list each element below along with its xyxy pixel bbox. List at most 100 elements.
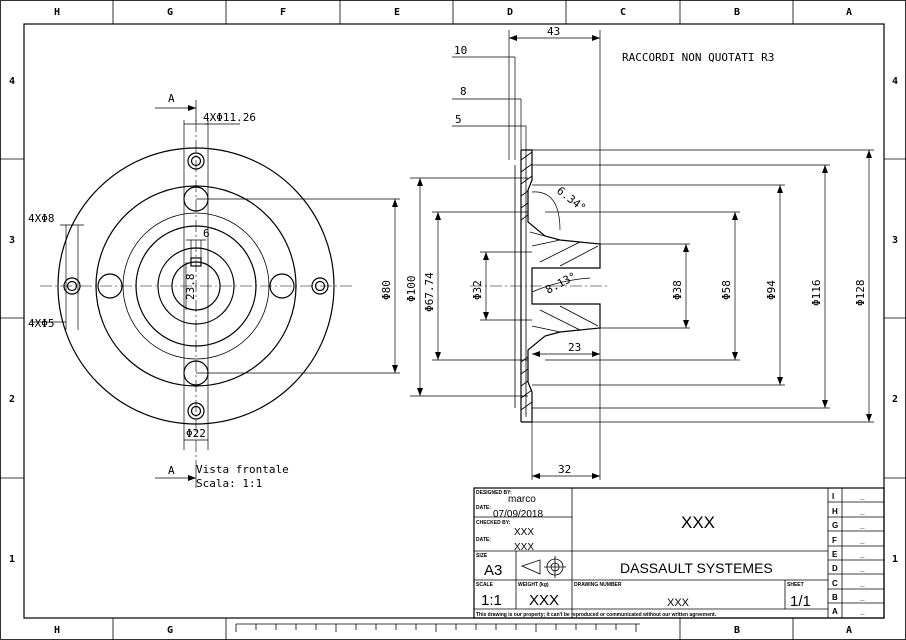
dim-slot-height: 23.8 <box>184 274 197 301</box>
flange-outer-circle <box>57 147 335 425</box>
dim-d100: Φ100 <box>405 276 418 303</box>
dim-4x-d5: 4XΦ5 <box>28 317 55 330</box>
sheet-label: SHEET <box>787 582 804 588</box>
angle-8-13: 8.13° <box>543 270 578 297</box>
dim-43: 43 <box>547 25 560 38</box>
zone-top-F: F <box>280 7 286 18</box>
dim-bore-d22: Φ22 <box>186 427 206 440</box>
dim-4x-d11-26: 4XΦ11.26 <box>203 111 256 124</box>
dim-4x-d8: 4XΦ8 <box>28 212 55 225</box>
zone-top-H: H <box>54 7 60 18</box>
zone-top-A: A <box>846 7 852 18</box>
disclaimer: This drawing is our property; it can't b… <box>476 612 717 618</box>
dim-d58: Φ58 <box>720 280 733 300</box>
pitch-circle <box>122 212 270 360</box>
rev-letter: F <box>832 536 837 545</box>
small-holes <box>63 152 329 420</box>
rev-letter: I <box>832 492 834 501</box>
zone-top-B: B <box>734 7 740 18</box>
rev-letter: D <box>832 564 838 573</box>
date2-label: DATE: <box>476 537 491 543</box>
rev-letter: H <box>832 507 838 516</box>
keyway-slot <box>190 257 202 267</box>
revision-table: I H G F E D C B A _ _ _ _ _ _ _ _ _ <box>832 492 865 616</box>
hub-circle <box>135 225 257 347</box>
rev-value: _ <box>859 507 865 516</box>
zone-top-G: G <box>167 7 173 18</box>
zone-right-1: 1 <box>892 554 898 565</box>
dim-8: 8 <box>460 85 467 98</box>
large-hole-left <box>97 273 123 299</box>
note-raccordi: RACCORDI NON QUOTATI R3 <box>622 51 774 64</box>
date-value: 07/09/2018 <box>493 509 543 520</box>
rev-letter: E <box>832 550 838 559</box>
zone-top-E: E <box>394 7 400 18</box>
bottom-scale-ruler <box>235 623 640 632</box>
flange-inner-circle <box>95 185 297 387</box>
zone-left-4: 4 <box>9 76 15 87</box>
zone-bottom-A: A <box>846 625 852 636</box>
dim-pcd-d80: Φ80 <box>380 280 393 300</box>
zone-right-4: 4 <box>892 76 898 87</box>
dim-23: 23 <box>568 341 581 354</box>
rev-value: _ <box>859 564 865 573</box>
view-scale: Scala: 1:1 <box>196 477 262 490</box>
drawing-number-label: DRAWING NUMBER <box>574 582 622 588</box>
zone-bottom-H: H <box>54 625 60 636</box>
angle-6-34: 6.34° <box>554 184 588 215</box>
zone-top-D: D <box>507 7 513 18</box>
dim-d94: Φ94 <box>765 280 778 300</box>
sheet-value: 1/1 <box>790 593 811 610</box>
zone-right-2: 2 <box>892 394 898 405</box>
designed-by-value: marco <box>508 494 536 505</box>
rev-value: _ <box>859 579 865 588</box>
weight-value: XXX <box>529 592 559 609</box>
part-name: XXX <box>681 513 715 532</box>
rev-value: _ <box>859 593 865 602</box>
section-view: RACCORDI NON QUOTATI R3 43 10 8 5 23 32 … <box>405 25 874 480</box>
designed-by-label: DESIGNED BY: <box>476 490 512 496</box>
date-label: DATE: <box>476 505 491 511</box>
bore-circle <box>171 261 221 311</box>
rev-letter: A <box>832 607 838 616</box>
large-hole-right <box>269 273 295 299</box>
dim-d38: Φ38 <box>671 280 684 300</box>
zone-bottom-G: G <box>167 625 173 636</box>
zone-top-C: C <box>620 7 626 18</box>
rev-value: _ <box>859 492 865 501</box>
dim-5: 5 <box>455 113 462 126</box>
rev-value: _ <box>859 607 865 616</box>
rev-value: _ <box>859 550 865 559</box>
date2-value: XXX <box>514 542 534 553</box>
zone-left-2: 2 <box>9 394 15 405</box>
scale-label: SCALE <box>476 582 494 588</box>
section-mark-bottom: A <box>168 464 175 477</box>
size-label: SIZE <box>476 553 488 559</box>
dim-32: 32 <box>558 463 571 476</box>
dim-d32: Φ32 <box>471 280 484 300</box>
rev-letter: G <box>832 521 838 530</box>
weight-label: WEIGHT (kg) <box>518 582 549 588</box>
boss-circle <box>157 247 235 325</box>
rev-value: _ <box>859 521 865 530</box>
rev-value: _ <box>859 536 865 545</box>
dim-d116: Φ116 <box>810 280 823 307</box>
zone-left-1: 1 <box>9 554 15 565</box>
scale-value: 1:1 <box>481 592 502 609</box>
zone-bottom-B: B <box>734 625 740 636</box>
dim-d128: Φ128 <box>854 280 867 307</box>
zone-left-3: 3 <box>9 235 15 246</box>
section-mark-top: A <box>168 92 175 105</box>
dim-10: 10 <box>454 44 467 57</box>
drawing-number-value: XXX <box>667 597 690 609</box>
company-name: DASSAULT SYSTEMES <box>620 560 773 576</box>
section-hatching <box>520 151 599 411</box>
checked-by-label: CHECKED BY: <box>476 520 511 526</box>
view-caption: Vista frontale <box>196 463 289 476</box>
projection-symbol-icon <box>520 556 566 578</box>
front-view: A A 4XΦ11.26 4XΦ8 4XΦ5 6 Φ22 Vista front… <box>28 92 400 490</box>
title-block: DESIGNED BY: DATE: CHECKED BY: DATE: SIZ… <box>473 487 885 619</box>
dim-slot-width: 6 <box>203 227 210 240</box>
dim-d67-74: Φ67.74 <box>423 272 436 312</box>
